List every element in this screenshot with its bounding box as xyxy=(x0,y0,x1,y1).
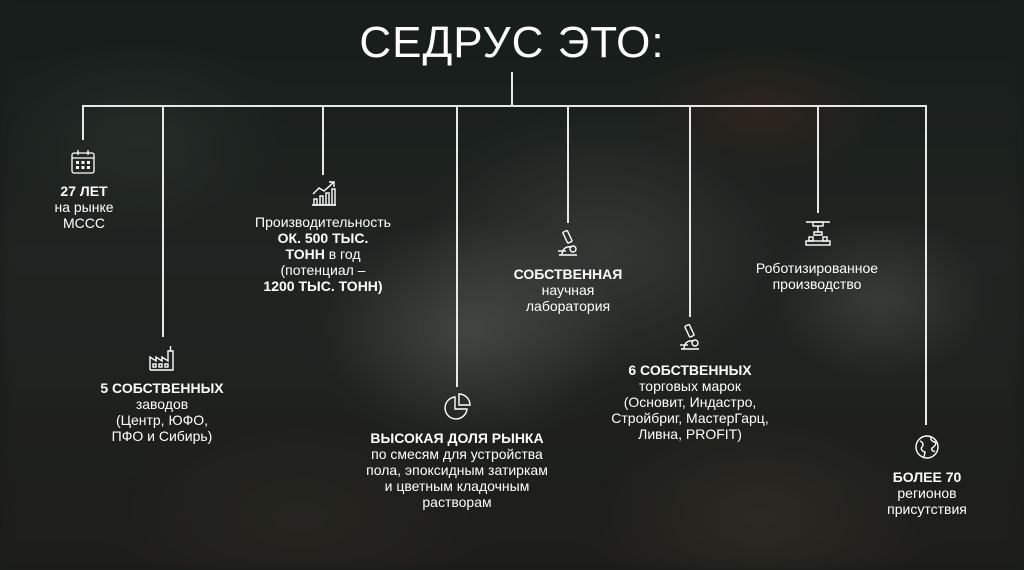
connector-capacity xyxy=(322,105,324,175)
item-years-text: 27 ЛЕТ на рынке МССС xyxy=(54,183,113,231)
connector-lab xyxy=(567,105,569,223)
microscope-icon xyxy=(675,322,705,352)
item-capacity-line-3-bold: ТОНН xyxy=(285,246,325,262)
item-regions-line-1: БОЛЕЕ 70 xyxy=(892,469,962,485)
globe-icon xyxy=(912,432,942,462)
item-lab-line-2: научная xyxy=(541,282,595,298)
item-brands-text: 6 СОБСТВЕННЫХ торговых марок (Основит, И… xyxy=(611,362,768,442)
item-brands-line-3: (Основит, Индастро, xyxy=(623,394,757,410)
microscope-icon xyxy=(553,228,583,258)
item-capacity-line-1: Производительность xyxy=(255,214,391,230)
page-title: СЕДРУС ЭТО: xyxy=(359,18,665,67)
connector-trunk xyxy=(511,72,513,106)
item-robot-line-1: Роботизированное xyxy=(755,260,879,276)
item-capacity-line-3: ТОНН в год xyxy=(255,246,391,262)
item-share-line-5: растворам xyxy=(422,494,492,510)
item-plants-line-4: ПФО и Сибирь) xyxy=(111,428,213,444)
connector-regions xyxy=(925,105,927,425)
item-plants-line-1: 5 СОБСТВЕННЫХ xyxy=(100,380,224,396)
item-plants-line-2: заводов xyxy=(135,396,189,412)
connector-years xyxy=(82,105,84,140)
item-robot-text: Роботизированное производство xyxy=(756,260,878,292)
item-share-line-1: ВЫСОКАЯ ДОЛЯ РЫНКА xyxy=(370,430,544,446)
pie-chart-icon xyxy=(442,392,472,422)
item-regions-line-3: присутствия xyxy=(887,501,967,517)
item-lab-text: СОБСТВЕННАЯ научная лаборатория xyxy=(514,266,623,314)
item-years-line-3: МССС xyxy=(63,215,105,231)
item-capacity-line-2: ОК. 500 ТЫС. xyxy=(277,230,369,246)
connector-robot xyxy=(817,105,819,213)
item-robot-line-2: производство xyxy=(772,276,862,292)
item-capacity-line-5: 1200 ТЫС. ТОНН) xyxy=(263,278,383,294)
item-share-text: ВЫСОКАЯ ДОЛЯ РЫНКА по смесям для устройс… xyxy=(366,430,548,510)
item-lab-line-3: лаборатория xyxy=(525,298,611,314)
item-share-line-2: по смесям для устройства xyxy=(371,446,543,462)
item-years-line-1: 27 ЛЕТ xyxy=(60,183,108,199)
item-brands-line-4: Стройбриг, МастерГарц, xyxy=(611,410,769,426)
item-capacity-text: Производительность ОК. 500 ТЫС. ТОНН в г… xyxy=(255,214,391,294)
connector-plants xyxy=(162,105,164,337)
item-lab-line-1: СОБСТВЕННАЯ xyxy=(513,266,623,282)
item-regions-line-2: регионов xyxy=(897,485,957,501)
item-capacity-line-4: (потенциал – xyxy=(280,262,366,278)
item-years-line-2: на рынке xyxy=(54,199,114,215)
item-share-line-4: и цветным кладочным xyxy=(384,478,530,494)
connector-horizontal xyxy=(82,105,927,107)
item-brands-line-2: торговых марок xyxy=(639,378,741,394)
connector-brands xyxy=(689,105,691,317)
item-brands-line-5: Ливна, PROFIT) xyxy=(638,426,742,442)
item-brands-line-1: 6 СОБСТВЕННЫХ xyxy=(628,362,752,378)
factory-icon xyxy=(147,343,177,373)
calendar-icon xyxy=(68,147,98,177)
item-share-line-3: пола, эпоксидным затиркам xyxy=(366,462,548,478)
robot-arm-icon xyxy=(803,218,833,248)
connector-share xyxy=(456,105,458,387)
growth-chart-icon xyxy=(309,178,339,208)
item-capacity-line-3-tail: в год xyxy=(324,246,361,262)
item-plants-text: 5 СОБСТВЕННЫХ заводов (Центр, ЮФО, ПФО и… xyxy=(100,380,223,444)
item-regions-text: БОЛЕЕ 70 регионов присутствия xyxy=(887,469,967,517)
item-plants-line-3: (Центр, ЮФО, xyxy=(115,412,209,428)
